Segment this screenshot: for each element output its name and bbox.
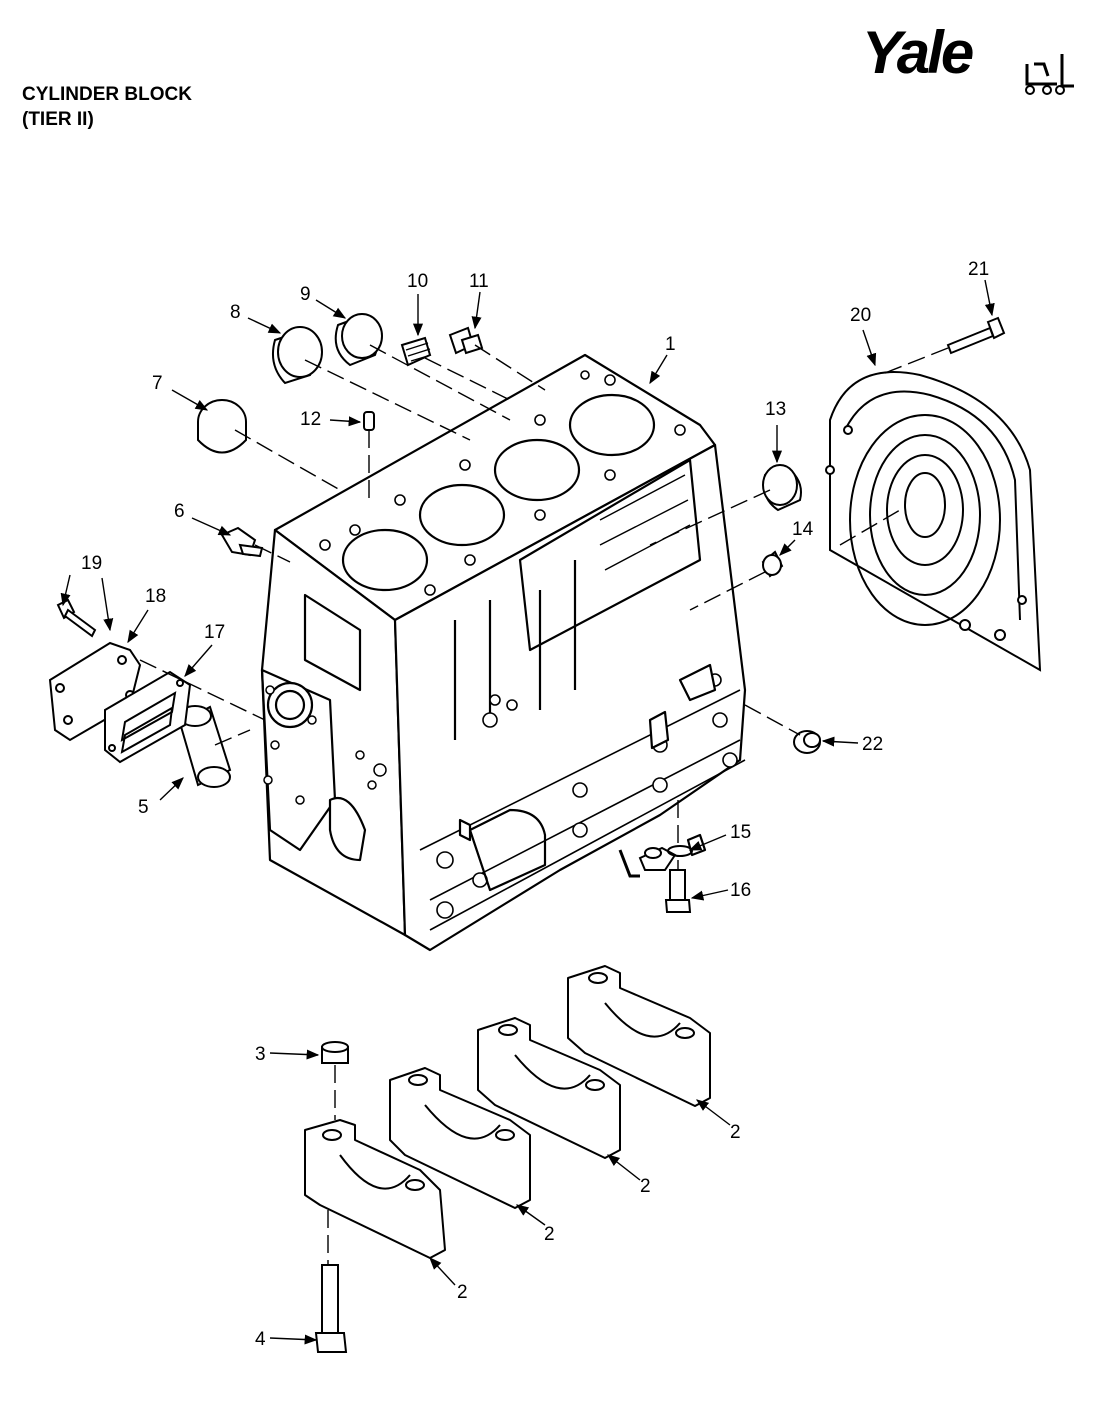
part-19-bolt [56,598,97,638]
cylinder-block [260,353,747,952]
part-22-seal [793,730,821,754]
leader-arrows [60,279,995,1345]
title-line-1: CYLINDER BLOCK [22,84,192,105]
brand-name: Yale [862,19,974,86]
callout-22: 22 [862,734,883,755]
callout-numbers: 1 2 2 2 2 3 4 5 6 7 8 9 10 11 12 13 14 1… [81,259,989,1350]
part-11-drain-plug [448,326,484,355]
callout-2-cap-2: 2 [544,1224,555,1245]
part-6-sensor [220,526,264,558]
callout-13: 13 [765,399,786,420]
part-12-dowel-pin [363,411,375,431]
part-9-cup-plug [334,313,383,367]
callout-10: 10 [407,271,428,292]
callout-2-cap-3: 2 [640,1176,651,1197]
callout-18: 18 [145,586,166,607]
part-14-plug [761,550,784,578]
part-7-cup-plug [197,399,247,454]
bearing-cap-3 [477,1017,621,1159]
callout-8: 8 [230,302,241,323]
diagram-title: CYLINDER BLOCK (TIER II) [22,82,192,132]
callout-16: 16 [730,880,751,901]
callout-7: 7 [152,373,163,394]
assembly-lines [139,344,949,1265]
callout-11: 11 [469,271,489,292]
callout-19: 19 [81,553,102,574]
callout-3: 3 [255,1044,266,1065]
callout-14: 14 [792,519,814,540]
title-line-2: (TIER II) [22,109,94,130]
callout-2-cap-4: 2 [730,1122,741,1143]
callout-5: 5 [138,797,149,818]
callout-2-cap-1: 2 [457,1282,468,1303]
part-8-cup-plug [272,326,323,385]
bearing-cap-2 [389,1067,531,1209]
part-10-threaded-plug [400,336,432,367]
callout-9: 9 [300,284,311,305]
callout-6: 6 [174,501,185,522]
part-4-bearing-bolt [314,1264,348,1353]
yale-logo: Yale [862,19,1077,102]
callout-1: 1 [665,334,676,355]
callout-15: 15 [730,822,751,843]
part-5-bushing [178,705,232,788]
bearing-caps [304,965,711,1259]
callout-21: 21 [968,259,989,280]
bearing-cap-1 [304,1119,446,1259]
part-3-dowel [321,1041,349,1064]
part-15-oil-jet [618,845,693,878]
part-13-cup-plug [762,464,802,512]
callout-12: 12 [300,409,321,430]
part-20-rear-plate [825,371,1042,672]
part-17-gasket [104,670,192,764]
part-18-cover-plate [48,641,142,742]
part-21-bolt [946,316,1006,355]
bearing-cap-4 [567,965,711,1107]
callout-4: 4 [255,1329,266,1350]
forklift-icon [1025,54,1074,95]
callout-17: 17 [204,622,225,643]
callout-20: 20 [850,305,871,326]
parts [48,313,1006,1353]
part-16-bolt [664,869,692,913]
